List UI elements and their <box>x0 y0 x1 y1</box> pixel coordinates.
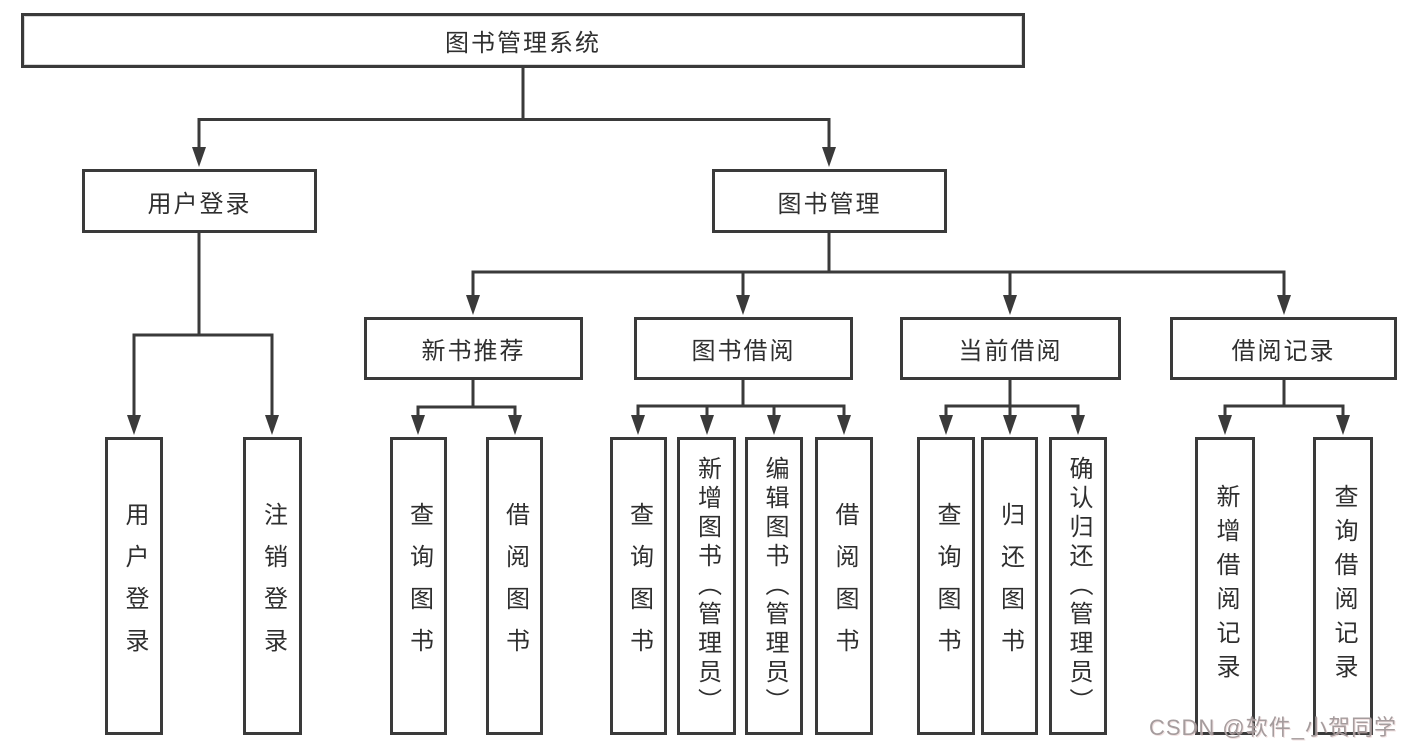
node-book-management-label: 图书管理 <box>777 190 882 218</box>
leaf-query-book-recommend-label: 查询图书 <box>405 502 433 670</box>
leaf-borrow-book-recommend: 借阅图书 <box>486 437 543 735</box>
leaf-query-book-recommend: 查询图书 <box>390 437 447 735</box>
node-new-book-recommend: 新书推荐 <box>364 317 583 380</box>
leaf-query-book-borrow: 查询图书 <box>610 437 667 735</box>
node-user-login-label: 用户登录 <box>147 190 252 218</box>
leaf-borrow-book-label: 借阅图书 <box>831 502 858 670</box>
node-book-management: 图书管理 <box>712 169 947 233</box>
node-user-login: 用户登录 <box>82 169 317 233</box>
leaf-user-login: 用户登录 <box>105 437 163 735</box>
node-new-book-recommend-label: 新书推荐 <box>421 338 526 365</box>
leaf-add-borrow-record: 新增借阅记录 <box>1195 437 1255 735</box>
node-current-borrow: 当前借阅 <box>900 317 1121 380</box>
leaf-borrow-book: 借阅图书 <box>815 437 873 735</box>
node-current-borrow-label: 当前借阅 <box>958 338 1063 365</box>
leaf-return-book: 归还图书 <box>981 437 1038 735</box>
node-root-label: 图书管理系统 <box>445 30 601 57</box>
node-root: 图书管理系统 <box>21 13 1025 68</box>
leaf-add-book-admin: 新增图书（管理员） <box>677 437 736 735</box>
leaf-user-login-label: 用户登录 <box>121 502 148 670</box>
leaf-logout: 注销登录 <box>243 437 302 735</box>
csdn-watermark: CSDN @软件_小贺同学 <box>1148 715 1397 740</box>
node-book-borrow-label: 图书借阅 <box>691 338 796 365</box>
leaf-confirm-return-admin: 确认归还（管理员） <box>1049 437 1107 735</box>
leaf-edit-book-admin: 编辑图书（管理员） <box>745 437 803 735</box>
node-book-borrow: 图书借阅 <box>634 317 853 380</box>
leaf-confirm-return-admin-label: 确认归还（管理员） <box>1065 455 1092 717</box>
leaf-query-borrow-record-label: 查询借阅记录 <box>1330 484 1357 688</box>
leaf-borrow-book-recommend-label: 借阅图书 <box>501 502 529 670</box>
leaf-query-book-current: 查询图书 <box>917 437 975 735</box>
leaf-query-borrow-record: 查询借阅记录 <box>1313 437 1373 735</box>
node-borrow-record: 借阅记录 <box>1170 317 1397 380</box>
leaf-query-book-current-label: 查询图书 <box>933 502 960 670</box>
leaf-logout-label: 注销登录 <box>259 502 287 670</box>
leaf-return-book-label: 归还图书 <box>996 502 1024 670</box>
leaf-add-book-admin-label: 新增图书（管理员） <box>693 455 721 717</box>
node-borrow-record-label: 借阅记录 <box>1231 338 1336 365</box>
leaf-edit-book-admin-label: 编辑图书（管理员） <box>761 455 788 717</box>
leaf-query-book-borrow-label: 查询图书 <box>625 502 653 670</box>
leaf-add-borrow-record-label: 新增借阅记录 <box>1212 484 1239 688</box>
